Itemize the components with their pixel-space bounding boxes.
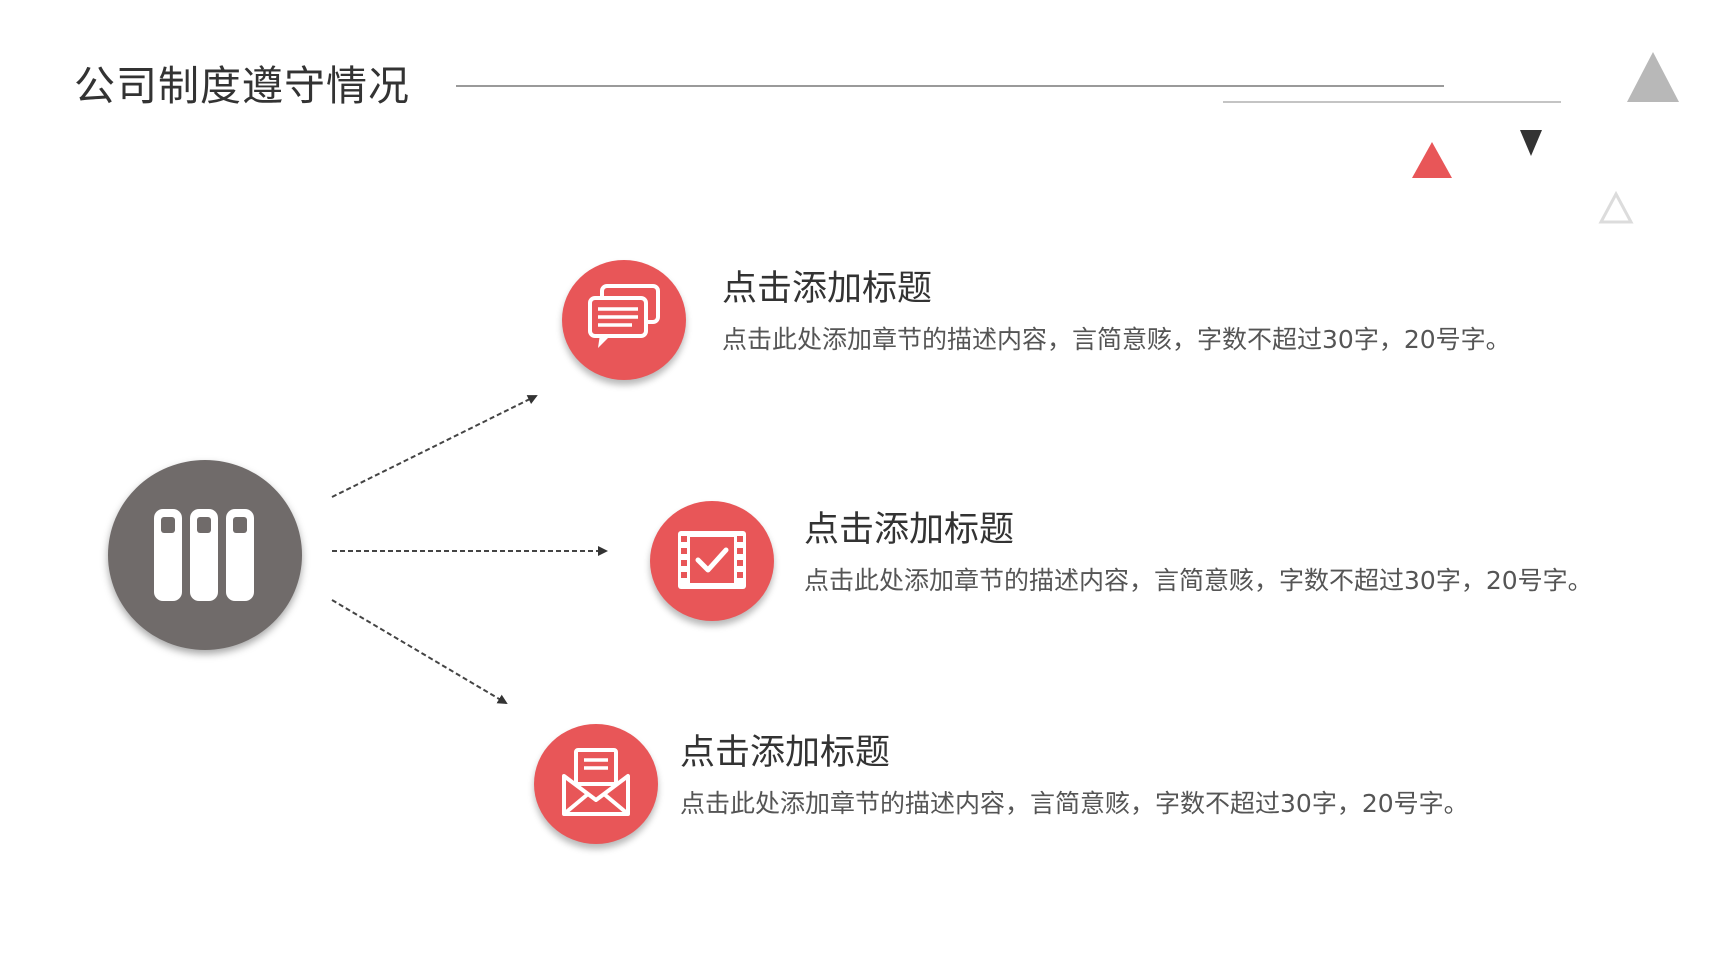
- item-1-text: 点击添加标题 点击此处添加章节的描述内容，言简意赅，字数不超过30字，20号字。: [722, 266, 1552, 357]
- item-2-description: 点击此处添加章节的描述内容，言简意赅，字数不超过30字，20号字。: [804, 566, 1593, 595]
- item-2-text: 点击添加标题 点击此处添加章节的描述内容，言简意赅，字数不超过30字，20号字。: [804, 507, 1634, 598]
- page-title: 公司制度遵守情况: [74, 62, 410, 110]
- item-3-icon-circle: [534, 724, 658, 844]
- triangle-gray-large-icon: [1625, 50, 1681, 106]
- folders-icon: [154, 509, 254, 601]
- film-check-icon: [678, 531, 746, 589]
- chat-bubbles-icon: [588, 284, 660, 348]
- item-3-text: 点击添加标题 点击此处添加章节的描述内容，言简意赅，字数不超过30字，20号字。: [680, 730, 1510, 821]
- arrow-to-item-3: [331, 599, 508, 705]
- hub-circle: [108, 460, 302, 650]
- item-3-description: 点击此处添加章节的描述内容，言简意赅，字数不超过30字，20号字。: [680, 789, 1469, 818]
- title-divider-line-secondary: [1223, 101, 1561, 103]
- arrow-to-item-1: [331, 395, 538, 498]
- item-1-icon-circle: [562, 260, 686, 380]
- item-1-description: 点击此处添加章节的描述内容，言简意赅，字数不超过30字，20号字。: [722, 325, 1511, 354]
- item-3-title: 点击添加标题: [680, 733, 891, 773]
- item-2-title: 点击添加标题: [804, 510, 1015, 550]
- triangle-outline-icon: [1598, 190, 1634, 226]
- item-2-icon-circle: [650, 501, 774, 621]
- title-divider-line: [456, 85, 1444, 87]
- envelope-icon: [562, 748, 630, 816]
- item-1-title: 点击添加标题: [722, 269, 933, 309]
- triangle-dark-down-icon: [1518, 128, 1544, 158]
- triangle-red-icon: [1410, 140, 1454, 182]
